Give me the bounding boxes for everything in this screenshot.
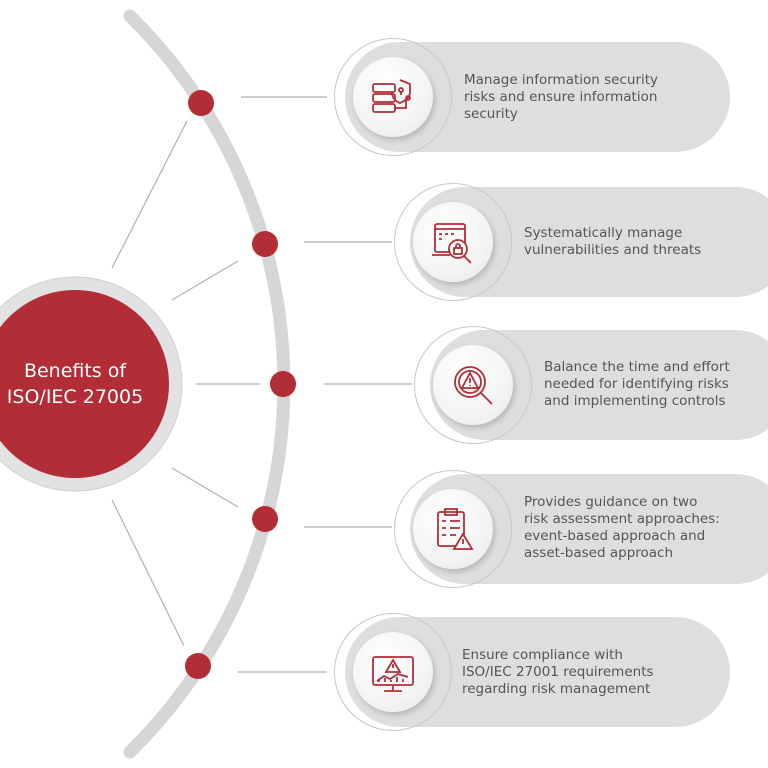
benefit-text-3: Balance the time and effort needed for i… [544, 359, 730, 409]
icon-ring [334, 613, 452, 731]
server-shield-icon [353, 57, 433, 137]
center-connectors [111, 120, 260, 647]
arc-dot-4 [252, 506, 278, 532]
monitor-warning-chart-icon [353, 632, 433, 712]
warning-search-icon [433, 345, 513, 425]
clipboard-warning-icon [413, 489, 493, 569]
code-lock-search-icon [413, 202, 493, 282]
center-circle [0, 290, 169, 478]
benefit-text-4: Provides guidance on two risk assessment… [524, 494, 720, 561]
benefit-text-5: Ensure compliance with ISO/IEC 27001 req… [462, 647, 654, 697]
benefit-text-2: Systematically manage vulnerabilities an… [524, 225, 702, 258]
pill-connectors [238, 96, 412, 673]
icon-ring [394, 470, 512, 588]
icon-ring [334, 38, 452, 156]
icon-ring [394, 183, 512, 301]
arc-dot-5 [185, 653, 211, 679]
arc-dot-2 [252, 231, 278, 257]
center-title: Benefits of ISO/IEC 27005 [6, 360, 144, 408]
icon-ring [414, 326, 532, 444]
arc-dot-1 [188, 90, 214, 116]
benefit-text-1: Manage information security risks and en… [464, 72, 659, 122]
arc-dot-3 [270, 371, 296, 397]
